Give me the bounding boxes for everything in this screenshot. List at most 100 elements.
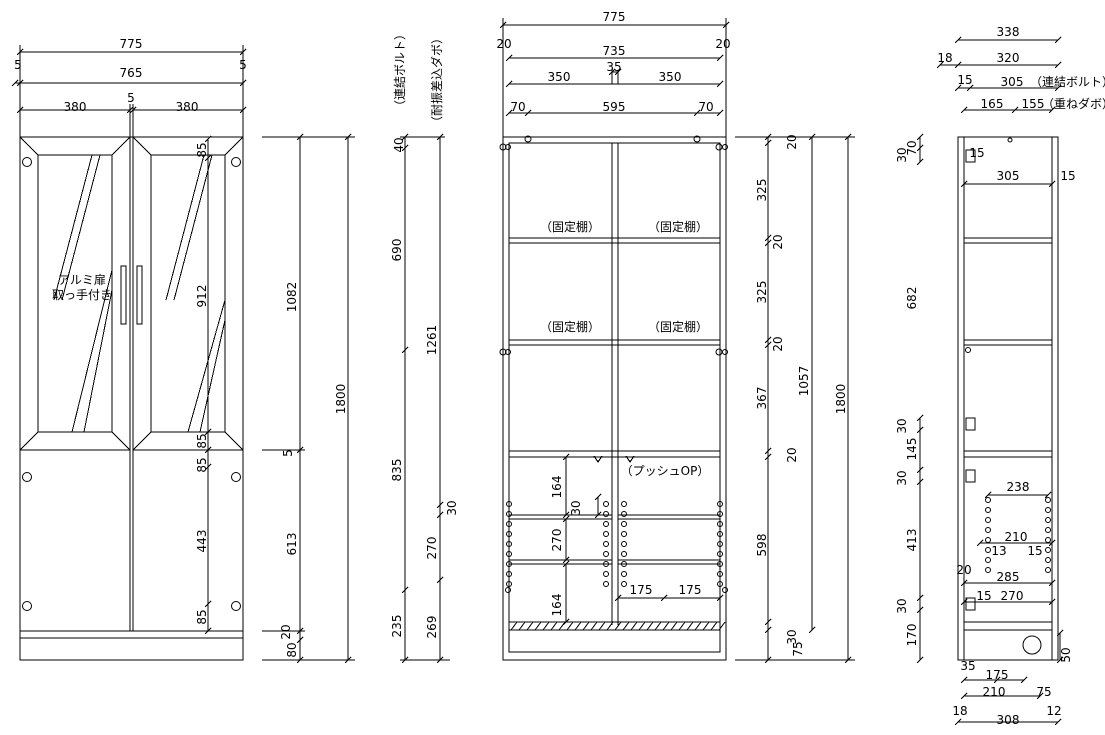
dimension-label: 30 xyxy=(445,500,459,515)
dimension-label: 85 xyxy=(195,457,209,472)
hole xyxy=(985,507,991,513)
hole xyxy=(506,511,512,517)
hole xyxy=(717,531,723,537)
hole xyxy=(603,531,609,537)
dim-tick xyxy=(1020,676,1028,684)
dim-tick xyxy=(916,606,924,614)
hole xyxy=(621,551,627,557)
base-shelf xyxy=(508,621,721,631)
dimension-label: 50 xyxy=(1059,647,1073,662)
dimension-label: 70 xyxy=(905,140,919,155)
dim-tick xyxy=(984,491,992,499)
dim-tick xyxy=(764,239,772,247)
bolt-hole xyxy=(499,348,507,356)
upper-right-door xyxy=(132,136,244,451)
dimension-label: 350 xyxy=(659,70,682,84)
dim-tick xyxy=(764,336,772,344)
dim-tick xyxy=(204,627,212,635)
line xyxy=(199,319,226,433)
dim-tick xyxy=(764,341,772,349)
dimension-label: 175 xyxy=(679,583,702,597)
dim-tick xyxy=(204,600,212,608)
dimension-label: 164 xyxy=(550,594,564,617)
hole xyxy=(985,557,991,563)
dimension-label: 20 xyxy=(771,234,785,249)
dim-tick xyxy=(562,515,570,523)
dim-tick xyxy=(716,54,724,62)
hole xyxy=(603,521,609,527)
dimension-label: 320 xyxy=(997,51,1020,65)
bolt-hole xyxy=(715,348,723,356)
upper-right-glass xyxy=(150,154,226,433)
hole xyxy=(1045,567,1051,573)
hole xyxy=(621,531,627,537)
line xyxy=(61,154,101,301)
door-label-line1: アルミ扉 xyxy=(58,273,106,287)
dim-tick xyxy=(11,79,19,87)
kickboard-top xyxy=(19,630,244,639)
dim-tick xyxy=(764,453,772,461)
dim-tick xyxy=(936,61,944,69)
dimension-label: 595 xyxy=(603,100,626,114)
dimension-label: 269 xyxy=(425,616,439,639)
dim-tick xyxy=(204,428,212,436)
line xyxy=(111,136,131,156)
side-outline xyxy=(957,136,1059,661)
dim-tick xyxy=(916,414,924,422)
dimension-label: 235 xyxy=(390,615,404,638)
dim-tick xyxy=(960,106,968,114)
dim-tick xyxy=(1048,539,1056,547)
dim-tick xyxy=(1054,718,1062,726)
hole xyxy=(1045,537,1051,543)
outline xyxy=(508,559,613,565)
dimension-label: 15 xyxy=(1060,169,1075,183)
line xyxy=(132,136,152,156)
side-stack-label: （重ねダボ） xyxy=(1042,96,1105,111)
dimension-label: 690 xyxy=(390,239,404,262)
outline xyxy=(617,559,721,565)
line xyxy=(132,431,152,451)
dim-tick xyxy=(562,556,570,564)
dimension-label: 13 xyxy=(991,544,1006,558)
dimension-label: 285 xyxy=(997,570,1020,584)
line xyxy=(187,299,226,433)
dimension-label: 598 xyxy=(755,534,769,557)
fixed-shelf-3 xyxy=(508,450,721,458)
hole xyxy=(506,581,512,587)
hole xyxy=(621,581,627,587)
dim-tick xyxy=(1054,84,1062,92)
line xyxy=(83,289,113,433)
hole xyxy=(621,521,627,527)
dim-tick xyxy=(1048,106,1056,114)
dim-tick xyxy=(960,579,968,587)
dimension-label: 1057 xyxy=(797,366,811,397)
dim-tick xyxy=(1054,36,1062,44)
dim-tick xyxy=(976,539,984,547)
dimension-label: 75 xyxy=(791,641,805,656)
bolt xyxy=(965,417,976,431)
dimension-label: 613 xyxy=(285,533,299,556)
hole xyxy=(603,511,609,517)
hole xyxy=(603,561,609,567)
dim-tick xyxy=(436,576,444,584)
dimension-label: 12 xyxy=(1046,704,1061,718)
dimension-label: 80 xyxy=(285,642,299,657)
dim-tick xyxy=(614,594,622,602)
dimension-label: 338 xyxy=(997,25,1020,39)
dim-tick xyxy=(296,636,304,644)
fixed-shelf-label: （固定棚） xyxy=(648,319,708,334)
line xyxy=(19,136,39,156)
dimension-label: 413 xyxy=(905,529,919,552)
hole xyxy=(717,561,723,567)
hole xyxy=(1045,517,1051,523)
hole xyxy=(505,587,511,593)
hole xyxy=(717,501,723,507)
dim-tick xyxy=(993,676,1001,684)
dimension-label: 1082 xyxy=(285,282,299,313)
dimension-label: 270 xyxy=(425,537,439,560)
dimension-label: 20 xyxy=(496,37,511,51)
base xyxy=(19,637,244,661)
hole xyxy=(621,571,627,577)
